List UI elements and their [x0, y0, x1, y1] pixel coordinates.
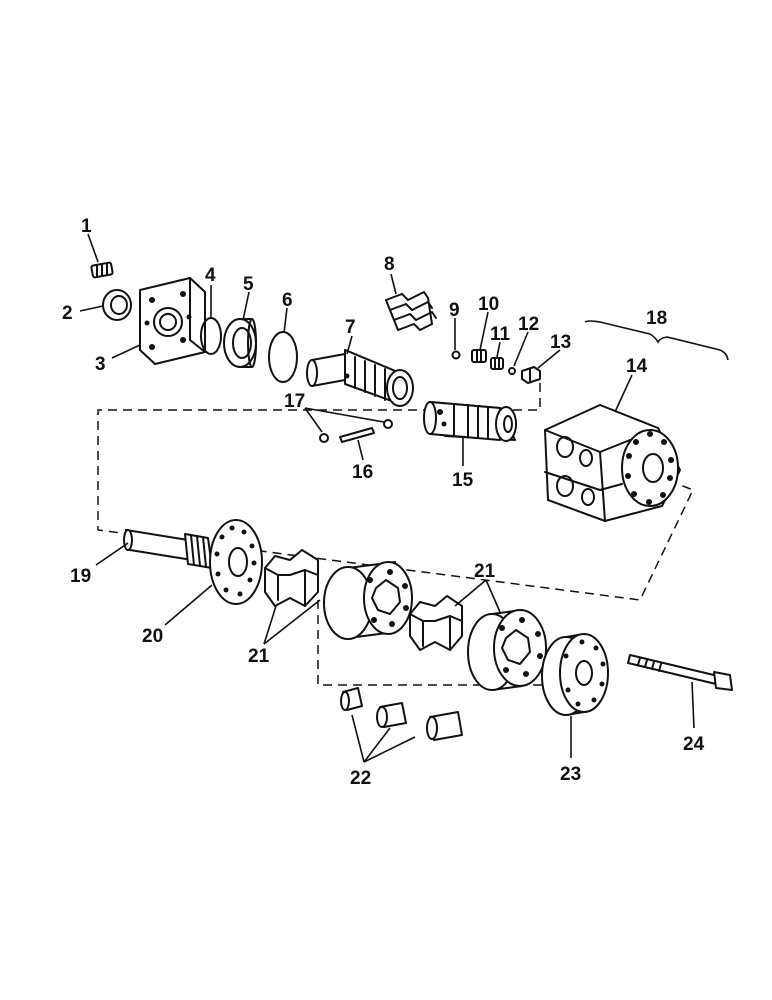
callout-9: 9 [449, 300, 460, 321]
part-15-spool [423, 401, 517, 442]
part-19-drive-shaft [123, 529, 213, 569]
callout-12: 12 [518, 314, 539, 335]
part-1-fitting [90, 261, 114, 279]
part-7-sleeve [306, 349, 414, 407]
part-16-pin [339, 427, 375, 443]
callout-21a: 21 [248, 646, 270, 667]
part-21-star-2 [409, 595, 463, 651]
callout-16: 16 [352, 462, 373, 483]
callout-1: 1 [81, 216, 92, 237]
callout-21b: 21 [474, 561, 496, 582]
callout-11: 11 [490, 324, 511, 345]
part-21-ring-2 [467, 609, 547, 691]
part-2-seal [102, 289, 132, 321]
assembly-dashed-outline [97, 383, 695, 686]
part-24-cap-screw [627, 654, 733, 691]
callout-20: 20 [142, 626, 163, 647]
part-21-star-1 [264, 549, 319, 607]
callout-15: 15 [452, 470, 474, 491]
callout-6: 6 [282, 290, 293, 311]
callout-4: 4 [205, 265, 216, 286]
part-10-plug [471, 349, 487, 363]
callout-5: 5 [243, 274, 254, 295]
callout-13: 13 [550, 332, 571, 353]
part-8-springs [385, 291, 437, 331]
callout-7: 7 [345, 317, 356, 338]
callout-14: 14 [626, 356, 648, 377]
part-5-bearing [223, 318, 257, 368]
callout-17: 17 [284, 391, 305, 412]
part-13-check-seat [521, 366, 541, 384]
part-22-rollers [340, 687, 463, 741]
callout-2: 2 [62, 303, 73, 324]
callout-22: 22 [350, 768, 371, 789]
callout-labels: 1 2 3 4 5 6 7 8 9 10 11 12 13 14 15 16 1… [62, 216, 705, 789]
part-17-balls [319, 419, 393, 443]
part-23-end-cap [541, 633, 609, 716]
leader-lines [79, 233, 729, 763]
part-14-housing [544, 404, 681, 522]
part-20-wear-plate [209, 519, 263, 605]
part-11-plug [490, 357, 504, 370]
part-3-end-cover [139, 277, 206, 365]
callout-24: 24 [683, 734, 705, 755]
part-6-o-ring [268, 331, 298, 383]
part-9-ball [451, 350, 461, 360]
callout-8: 8 [384, 254, 395, 275]
part-12-ball [508, 367, 516, 375]
callout-10: 10 [478, 294, 499, 315]
part-21-ring-1 [323, 561, 413, 640]
callout-19: 19 [70, 566, 91, 587]
callout-18: 18 [646, 308, 667, 329]
callout-23: 23 [560, 764, 581, 785]
callout-3: 3 [95, 354, 106, 375]
